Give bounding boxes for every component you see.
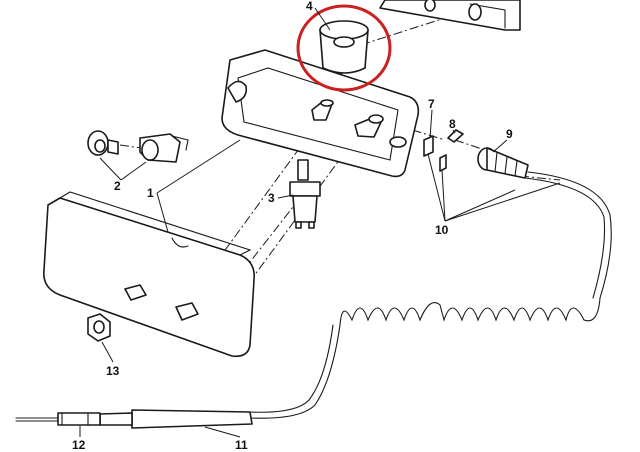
hex-nut — [87, 313, 111, 342]
probe-handle — [99, 409, 253, 429]
lens-housing — [43, 191, 256, 358]
jack-assembly — [87, 130, 189, 163]
callout-2: 2 — [114, 179, 121, 193]
leader-lines — [79, 7, 561, 438]
switch — [289, 159, 321, 229]
coiled-cable — [249, 171, 612, 419]
callout-7: 7 — [428, 97, 435, 111]
callout-1: 1 — [147, 186, 154, 200]
callout-3: 3 — [268, 191, 275, 205]
callout-4: 4 — [306, 0, 313, 13]
callout-10: 10 — [435, 223, 449, 237]
cup-grommet — [319, 20, 369, 74]
callout-labels: 4 1 2 3 7 8 9 10 13 11 12 — [72, 0, 513, 452]
part-highlight-circle — [296, 4, 392, 92]
housing-posts — [311, 99, 384, 138]
callout-13: 13 — [106, 364, 120, 378]
top-mounting-bracket — [379, 0, 521, 31]
probe-tip — [15, 412, 101, 426]
callout-12: 12 — [72, 438, 86, 452]
callout-8: 8 — [449, 117, 456, 131]
strain-relief-boot — [477, 147, 529, 179]
callout-9: 9 — [506, 127, 513, 141]
callout-11: 11 — [235, 438, 248, 452]
